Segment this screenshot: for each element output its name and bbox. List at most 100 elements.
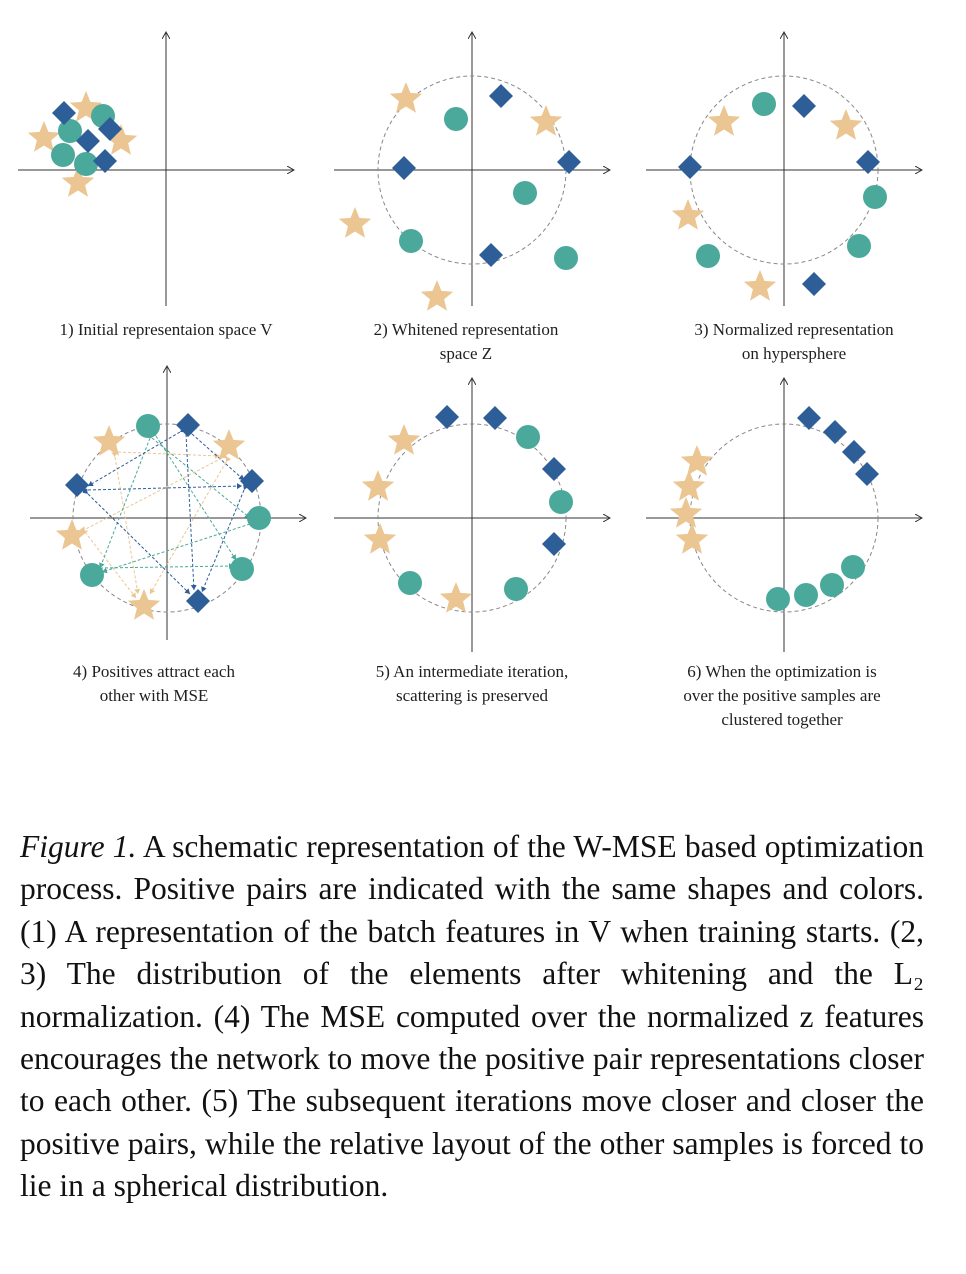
diamond-marker (557, 150, 581, 174)
circle-marker (504, 577, 528, 601)
panel-1-label: 1) Initial representaion space V (59, 320, 273, 339)
star-marker (212, 429, 246, 460)
panel-1-plot (18, 28, 318, 306)
star-marker (104, 124, 138, 155)
diamond-marker (842, 440, 866, 464)
diamond-marker (392, 156, 416, 180)
diamond-marker (802, 272, 826, 296)
panel-5-hypersphere (377, 423, 567, 613)
star-marker (127, 589, 161, 620)
circle-marker (841, 555, 865, 579)
star-marker (707, 105, 741, 136)
figure-caption-text: A schematic representation of the W-MSE … (20, 829, 924, 1204)
panel-6 (646, 374, 946, 654)
diamond-marker (240, 469, 264, 493)
panel-4 (30, 362, 330, 642)
circle-marker (247, 506, 271, 530)
star-marker (363, 523, 397, 554)
star-marker (829, 109, 863, 140)
star-marker (439, 582, 473, 613)
attraction-arrow (82, 483, 243, 494)
panel-4-label: 4) Positives attract each other with MSE (73, 662, 235, 705)
panel-1 (18, 28, 318, 308)
diamond-marker (542, 532, 566, 556)
figure-caption-lead: Figure 1. (20, 829, 137, 864)
panel-2 (334, 28, 634, 311)
circle-marker (863, 185, 887, 209)
panel-3-plot (646, 28, 946, 306)
diamond-marker (76, 129, 100, 153)
attraction-arrow (112, 448, 221, 459)
circle-marker (513, 181, 537, 205)
diamond-marker (823, 420, 847, 444)
circle-marker (847, 234, 871, 258)
circle-marker (549, 490, 573, 514)
attraction-arrow (87, 426, 186, 487)
panel-3 (646, 28, 946, 308)
star-marker (92, 425, 126, 456)
star-marker (361, 470, 395, 501)
attraction-arrow (82, 488, 191, 595)
circle-marker (398, 571, 422, 595)
star-marker (671, 199, 705, 230)
figure-caption: Figure 1. A schematic representation of … (20, 826, 924, 1208)
diamond-marker (792, 94, 816, 118)
diamond-marker (479, 243, 503, 267)
panel-3-label: 3) Normalized representation on hypersph… (694, 320, 894, 363)
diamond-marker (186, 589, 210, 613)
circle-marker (74, 152, 98, 176)
circle-marker (752, 92, 776, 116)
attraction-arrow (98, 432, 155, 569)
circle-marker (766, 587, 790, 611)
panel-4-plot (30, 362, 330, 640)
circle-marker (696, 244, 720, 268)
panel-5 (334, 374, 634, 654)
panel-6-plot (646, 374, 946, 652)
diamond-marker (856, 150, 880, 174)
star-marker (61, 166, 95, 197)
diamond-marker (93, 149, 117, 173)
diamond-marker (483, 406, 507, 430)
diamond-marker (489, 84, 513, 108)
circle-marker (80, 563, 104, 587)
panel-6-label: 6) When the optimization is over the pos… (683, 662, 881, 729)
star-marker (743, 270, 777, 301)
star-marker (669, 497, 703, 528)
diamond-marker (542, 457, 566, 481)
circle-marker (230, 557, 254, 581)
star-marker (675, 523, 709, 554)
circle-marker (516, 425, 540, 449)
circle-marker (794, 583, 818, 607)
panel-2-label: 2) Whitened representation space Z (373, 320, 559, 363)
attraction-arrow (101, 519, 256, 574)
star-marker (69, 91, 103, 122)
circle-marker (136, 414, 160, 438)
star-marker (338, 207, 372, 238)
diamond-marker (855, 462, 879, 486)
star-marker (680, 445, 714, 476)
star-marker (387, 424, 421, 455)
panel-5-plot (334, 374, 634, 652)
panel-2-plot (334, 28, 634, 311)
star-marker (672, 470, 706, 501)
diamond-marker (797, 406, 821, 430)
circle-marker (444, 107, 468, 131)
attraction-arrow (79, 453, 228, 533)
attraction-arrow (201, 484, 249, 593)
circle-marker (399, 229, 423, 253)
attraction-arrow (186, 428, 245, 481)
diamond-marker (65, 473, 89, 497)
star-marker (27, 121, 61, 152)
diamond-marker (678, 155, 702, 179)
circle-marker (51, 143, 75, 167)
diamond-marker (176, 413, 200, 437)
star-marker (389, 82, 423, 113)
diamond-marker (52, 101, 76, 125)
circle-marker (554, 246, 578, 270)
star-marker (529, 105, 563, 136)
diamond-marker (435, 405, 459, 429)
star-marker (55, 519, 89, 550)
star-marker (420, 280, 454, 311)
diamond-marker (98, 117, 122, 141)
panel-5-label: 5) An intermediate iteration, scattering… (375, 662, 569, 705)
